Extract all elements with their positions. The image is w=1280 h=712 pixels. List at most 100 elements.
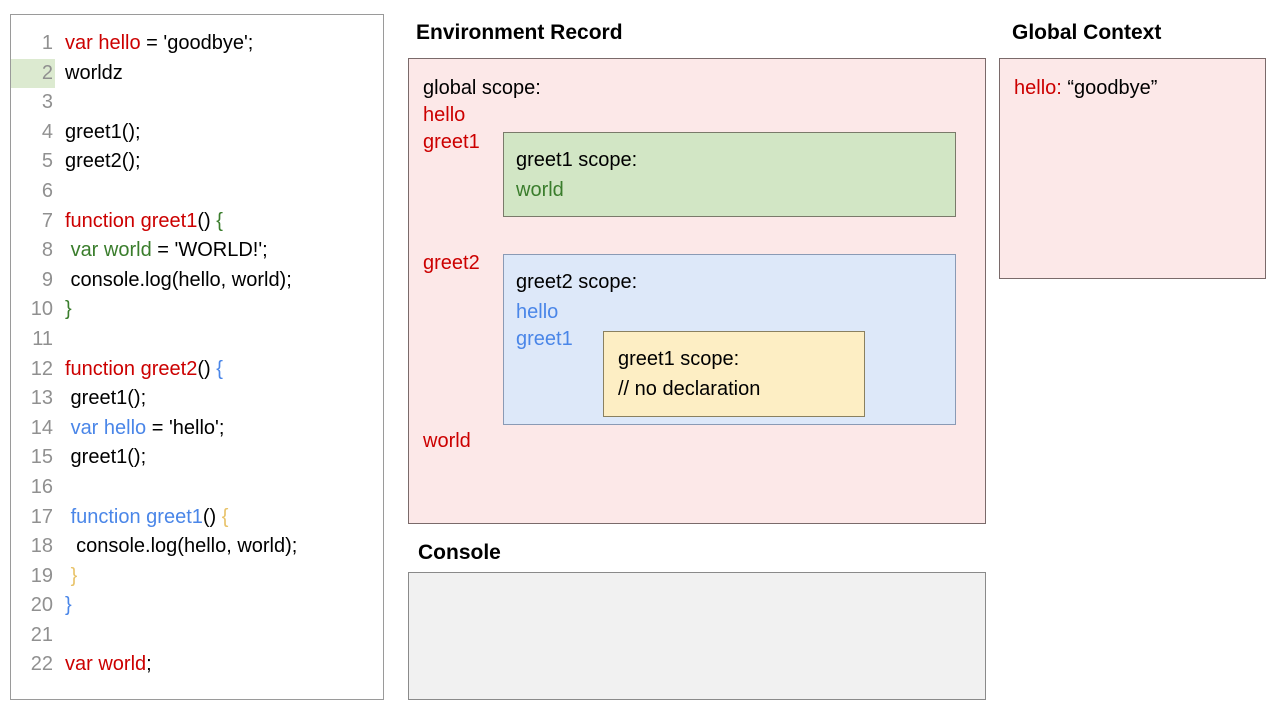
code-token: = 'hello'; [146, 416, 225, 439]
global-binding-greet1: greet1 [423, 131, 480, 153]
code-line-number: 3 [41, 91, 53, 114]
greet1-nested-scope-comment: // no declaration [618, 378, 761, 400]
global-binding-greet2: greet2 [423, 252, 480, 274]
code-line-number: 12 [30, 357, 53, 380]
code-line-text: function greet2() { [55, 355, 223, 385]
code-line-text: var hello = 'goodbye'; [55, 29, 253, 59]
code-line[interactable]: 14 var hello = 'hello'; [11, 414, 383, 444]
code-line-number: 16 [30, 475, 53, 498]
global-context-entry-key: hello: [1014, 77, 1062, 99]
code-token: function greet1 [65, 209, 198, 232]
code-line-text: console.log(hello, world); [55, 532, 297, 562]
code-token: var world [65, 653, 147, 676]
greet1-scope-label: greet1 scope: [516, 149, 638, 171]
console-output-box[interactable] [408, 572, 986, 700]
code-line-number: 19 [30, 564, 53, 587]
code-line-text: } [55, 591, 72, 621]
code-token: { [221, 505, 229, 528]
code-token: } [65, 298, 72, 321]
global-binding-world: world [423, 430, 471, 452]
code-line[interactable]: 21 [11, 621, 383, 651]
code-line-text: var world = 'WORLD!'; [55, 236, 268, 266]
greet2-scope-box: greet2 scope: hello greet1 greet1 scope:… [503, 254, 956, 425]
environment-record-heading: Environment Record [416, 21, 623, 44]
code-line-number: 2 [11, 58, 55, 89]
code-line[interactable]: 20} [11, 591, 383, 621]
global-binding-hello: hello [423, 104, 466, 126]
code-line-number: 10 [30, 298, 53, 321]
code-token: var hello [70, 416, 147, 439]
code-token: worldz [65, 61, 123, 84]
code-line-text: greet1(); [55, 118, 141, 148]
code-token: } [65, 594, 72, 617]
global-scope-label: global scope: [423, 77, 541, 99]
code-line-text: greet1(); [55, 384, 147, 414]
code-line[interactable]: 9 console.log(hello, world); [11, 266, 383, 296]
code-line[interactable]: 13 greet1(); [11, 384, 383, 414]
code-line-text: var world; [55, 650, 152, 680]
code-token: console.log(hello, world); [65, 268, 292, 291]
code-token: { [216, 209, 223, 232]
greet1-binding-world: world [516, 179, 564, 201]
environment-record-box: global scope: hello greet1 greet2 world … [408, 58, 986, 524]
code-line[interactable]: 4 greet1(); [11, 118, 383, 148]
code-line-number: 22 [30, 653, 53, 676]
code-token: ; [146, 653, 152, 676]
code-line[interactable]: 16 [11, 473, 383, 503]
code-line-number: 21 [30, 623, 53, 646]
code-line-text: console.log(hello, world); [55, 266, 292, 296]
code-line-number: 7 [41, 209, 53, 232]
code-token: = 'WORLD!'; [151, 239, 268, 262]
code-line-number: 9 [41, 268, 53, 291]
code-token: greet1(); [65, 446, 147, 469]
code-line[interactable]: 10} [11, 295, 383, 325]
code-line-number: 11 [32, 327, 53, 350]
code-line-number: 4 [41, 120, 53, 143]
global-context-entry: hello: “goodbye” [1014, 75, 1157, 102]
global-context-box: hello: “goodbye” [999, 58, 1266, 279]
code-line[interactable]: 17 function greet1() { [11, 503, 383, 533]
code-line-number: 8 [41, 239, 53, 262]
code-line[interactable]: 11 [11, 325, 383, 355]
code-line-text: function greet1() { [55, 503, 229, 533]
code-line-text: greet2(); [55, 147, 141, 177]
code-line[interactable]: 2 worldz [11, 58, 383, 89]
code-token: greet1(); [65, 387, 147, 410]
code-token: () [202, 505, 222, 528]
code-line[interactable]: 6 [11, 177, 383, 207]
code-line-text: worldz [55, 59, 123, 89]
code-token: greet1(); [65, 120, 141, 143]
code-line[interactable]: 8 var world = 'WORLD!'; [11, 236, 383, 266]
code-token: () [197, 357, 217, 380]
code-line-text: greet1(); [55, 443, 147, 473]
code-line-number: 17 [30, 505, 53, 528]
code-line-text: function greet1() { [55, 207, 223, 237]
global-context-entry-value: “goodbye” [1061, 77, 1158, 99]
code-line[interactable]: 18 console.log(hello, world); [11, 532, 383, 562]
code-line[interactable]: 19 } [11, 562, 383, 592]
code-line-number: 15 [30, 446, 53, 469]
greet1-nested-scope-box: greet1 scope: // no declaration [603, 331, 865, 417]
code-token: = 'goodbye'; [140, 32, 254, 54]
code-line[interactable]: 3 [11, 88, 383, 118]
global-context-heading: Global Context [1012, 21, 1162, 44]
code-line[interactable]: 15 greet1(); [11, 443, 383, 473]
code-line-number: 5 [41, 150, 53, 173]
code-line-number: 18 [30, 535, 53, 558]
code-line-number: 6 [41, 179, 53, 202]
code-token: console.log(hello, world); [65, 535, 298, 558]
code-token: var world [70, 239, 152, 262]
code-token: var hello [65, 32, 141, 54]
greet1-nested-scope-label: greet1 scope: [618, 348, 740, 370]
code-line-text: var hello = 'hello'; [55, 414, 225, 444]
code-line-text: } [55, 562, 78, 592]
code-token: { [216, 357, 223, 380]
code-line-number: 13 [30, 387, 53, 410]
